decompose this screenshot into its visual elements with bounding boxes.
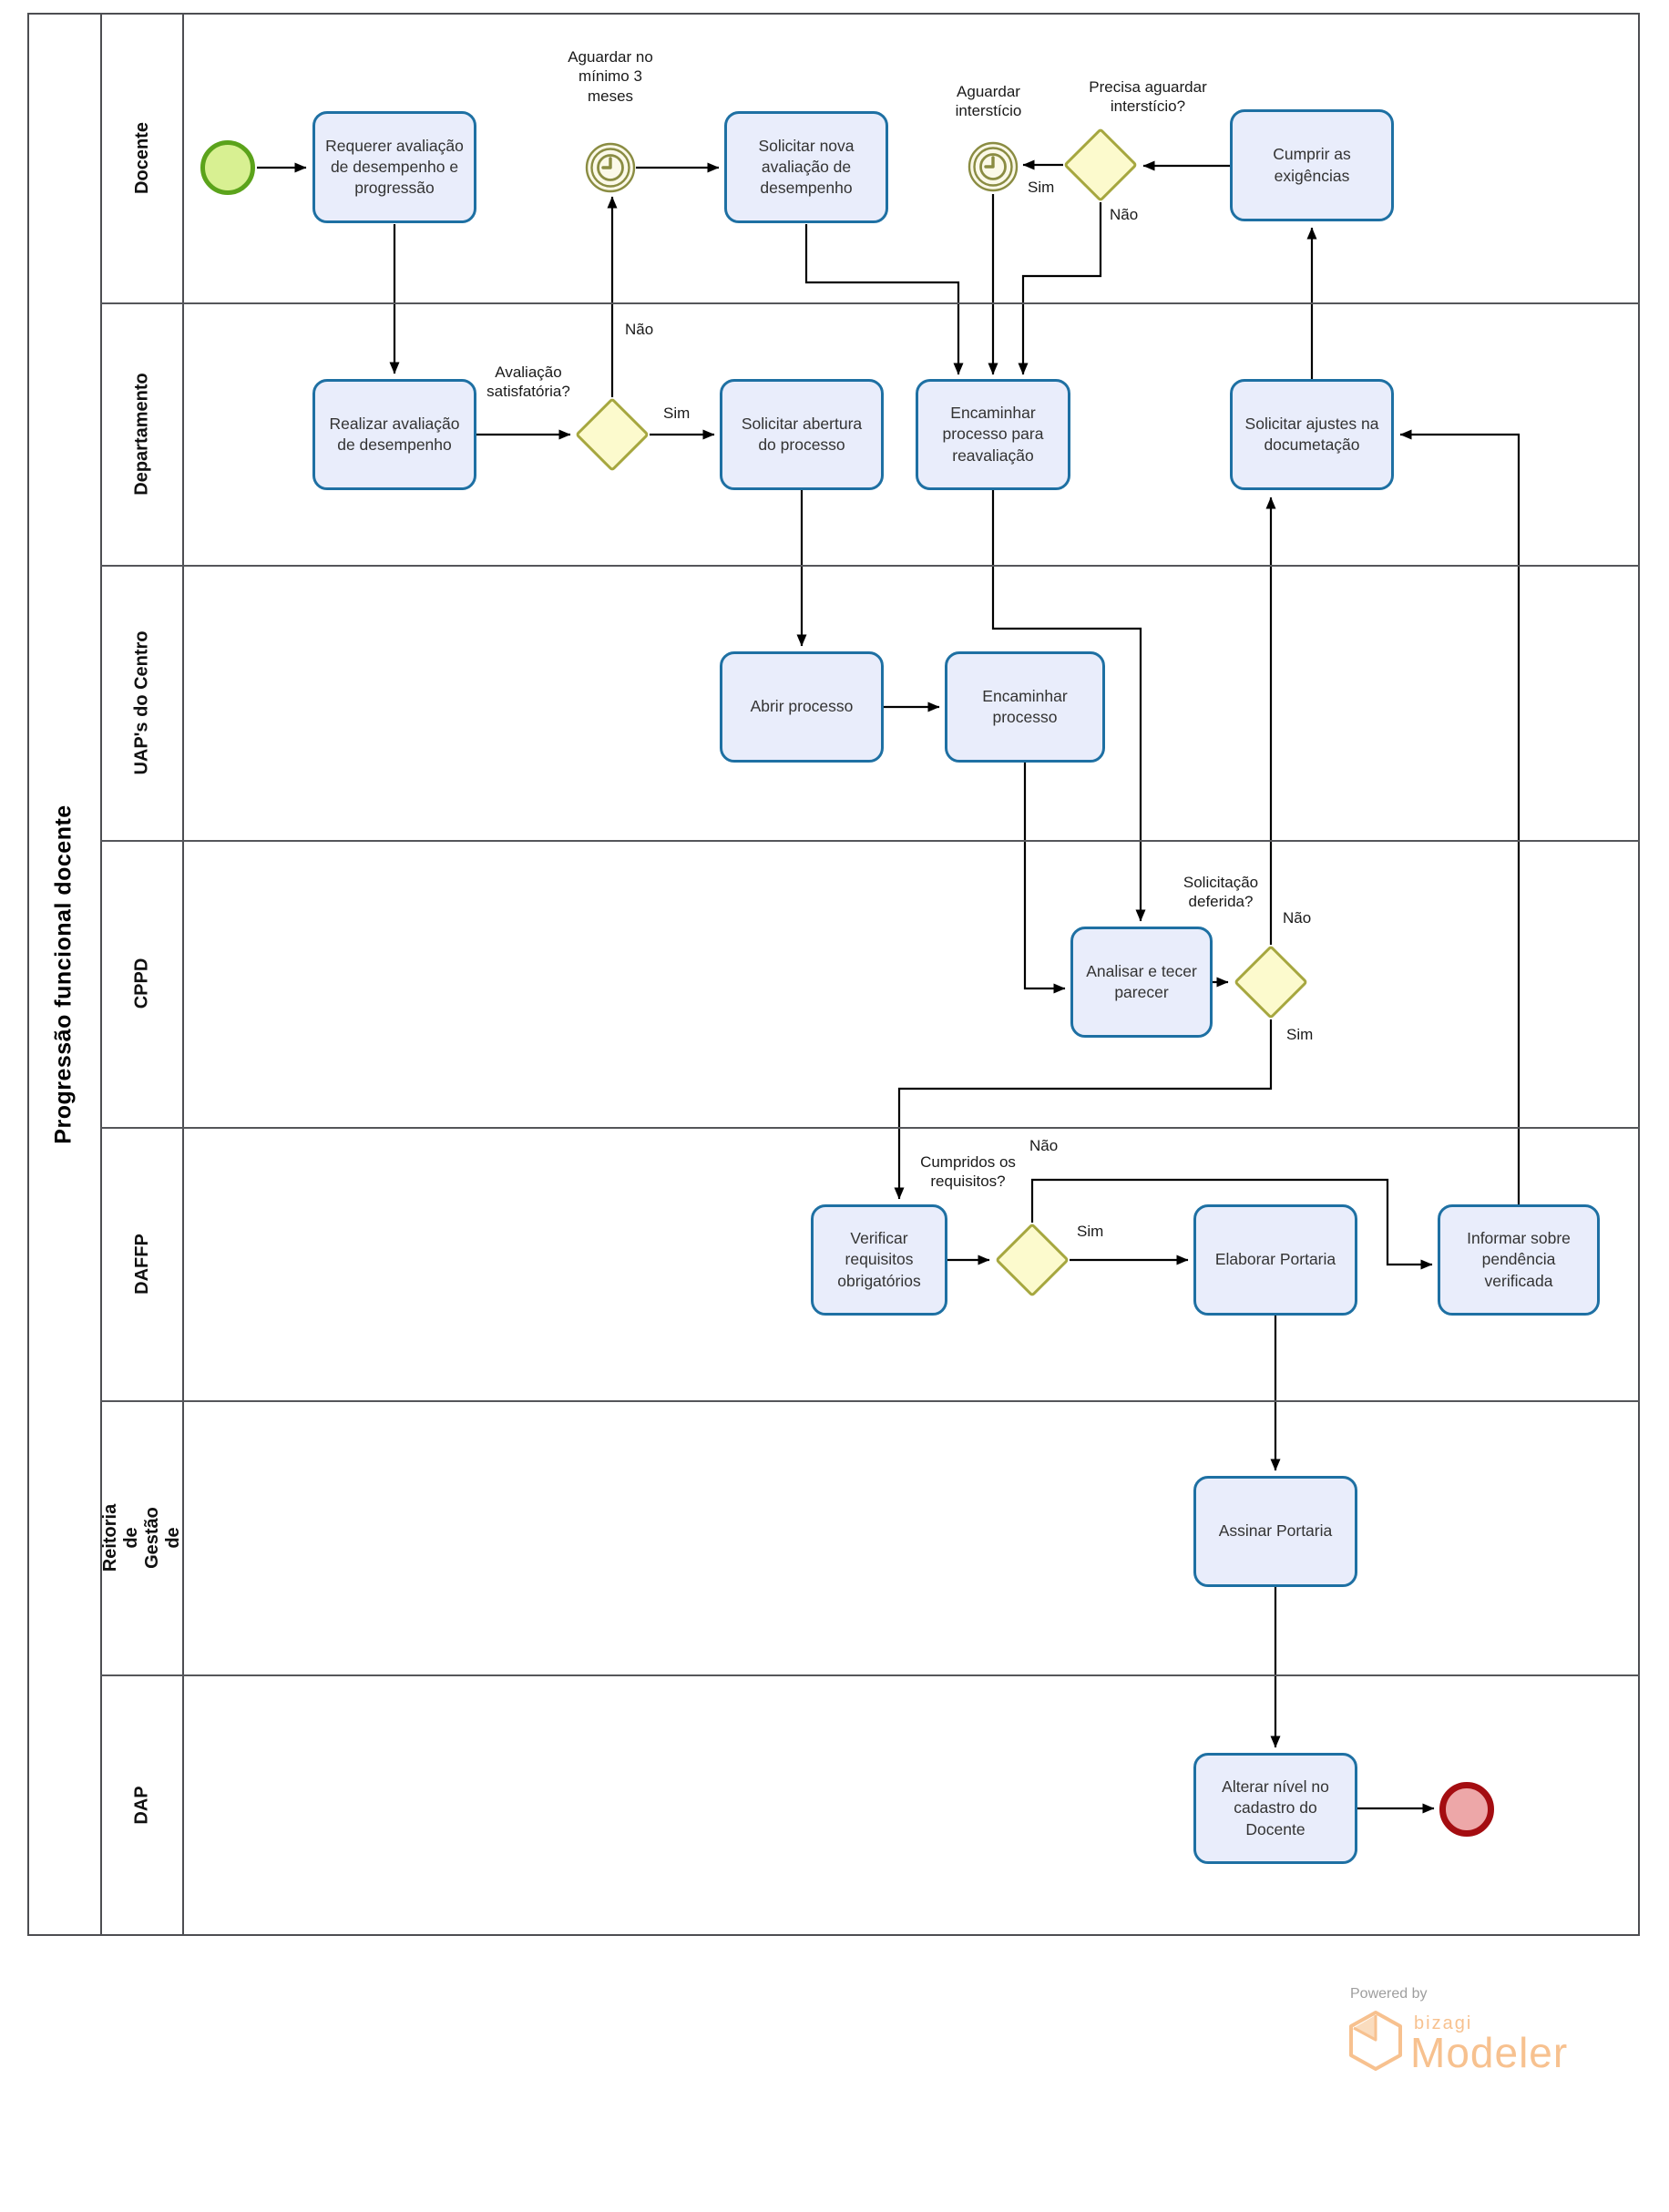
edge-label-nao-avaliacao: Não [625, 321, 654, 338]
task-alterar-nivel: Alterar nível no cadastro do Docente [1193, 1753, 1357, 1864]
task-requerer-avaliacao: Requerer avaliação de desempenho e progr… [312, 111, 476, 223]
edge-label-nao-deferida: Não [1283, 909, 1312, 927]
lane-label-cppd: CPPD [131, 958, 152, 1009]
end-event [1439, 1782, 1494, 1837]
task-label: Solicitar nova avaliação de desempenho [758, 136, 855, 198]
task-label: Elaborar Portaria [1214, 1250, 1336, 1269]
edge-label-sim-precisa-aguardar: Sim [1028, 179, 1055, 196]
bizagi-brand-text: bizagi [1414, 2013, 1473, 2033]
label-gateway-deferida: Solicitação deferida? [1183, 874, 1259, 911]
lane-divider-2 [100, 565, 1640, 567]
task-elaborar-portaria: Elaborar Portaria [1193, 1204, 1357, 1316]
lane-divider-5 [100, 1400, 1640, 1402]
lane-label-docente: Docente [131, 121, 152, 194]
timer-event-minimo-3-meses [585, 142, 636, 193]
edge-label-sim-cumpridos: Sim [1077, 1223, 1104, 1240]
task-label: Encaminhar processo [982, 686, 1068, 726]
lane-divider-4 [100, 1127, 1640, 1129]
task-assinar-portaria: Assinar Portaria [1193, 1476, 1357, 1587]
lane-label-departamento: Departamento [131, 372, 152, 496]
task-label: Abrir processo [750, 697, 854, 716]
edge-label-nao-cumpridos: Não [1029, 1137, 1059, 1154]
task-label: Alterar nível no cadastro do Docente [1222, 1777, 1329, 1838]
lane-label-dap: DAP [131, 1786, 152, 1825]
task-encaminhar-reavaliacao: Encaminhar processo para reavaliação [916, 379, 1070, 490]
lane-label-uap: UAP's do Centro [131, 630, 152, 775]
task-label: Analisar e tecer parecer [1086, 961, 1197, 1001]
lane-label-divider [182, 13, 184, 1936]
label-timer-intersticio: Aguardar interstício [955, 83, 1022, 120]
task-label: Requerer avaliação de desempenho e progr… [325, 136, 464, 198]
lane-label-pro-reitoria: Pró-Reitoria de Gestão de Pessoas [102, 1503, 182, 1572]
edge-label-sim-avaliacao: Sim [663, 405, 691, 422]
clock-hands-icon [601, 157, 612, 169]
task-label: Solicitar abertura do processo [741, 414, 863, 454]
label-gateway-avaliacao: Avaliação satisfatória? [486, 364, 570, 401]
task-label: Solicitar ajustes na documetação [1244, 414, 1379, 454]
clock-hands-icon [984, 156, 995, 169]
lane-divider-1 [100, 302, 1640, 304]
lane-divider-6 [100, 1674, 1640, 1676]
task-label: Cumprir as exigências [1273, 145, 1351, 185]
task-label: Assinar Portaria [1218, 1521, 1333, 1541]
label-timer-minimo: Aguardar no mínimo 3 meses [568, 48, 653, 105]
lane-label-daffp: DAFFP [131, 1233, 152, 1295]
task-abrir-processo: Abrir processo [720, 651, 884, 763]
task-analisar-parecer: Analisar e tecer parecer [1070, 927, 1213, 1038]
task-informar-pendencia: Informar sobre pendência verificada [1438, 1204, 1600, 1316]
timer-event-intersticio [968, 141, 1019, 192]
edge-label-sim-deferida: Sim [1286, 1026, 1314, 1043]
task-cumprir-exigencias: Cumprir as exigências [1230, 109, 1394, 221]
process-pool [27, 13, 1640, 1936]
pool-title-divider [100, 13, 102, 1936]
task-verificar-requisitos: Verificar requisitos obrigatórios [811, 1204, 947, 1316]
task-solicitar-ajustes: Solicitar ajustes na documetação [1230, 379, 1394, 490]
task-label: Informar sobre pendência verificada [1467, 1229, 1571, 1290]
pool-title: Progressão funcional docente [50, 804, 77, 1144]
modeler-product-text: Modeler [1410, 2029, 1569, 2076]
task-label: Verificar requisitos obrigatórios [837, 1229, 921, 1290]
task-label: Encaminhar processo para reavaliação [942, 404, 1044, 465]
task-solicitar-abertura: Solicitar abertura do processo [720, 379, 884, 490]
task-encaminhar-processo: Encaminhar processo [945, 651, 1105, 763]
bizagi-logo-icon [1349, 2011, 1402, 2071]
task-solicitar-nova-avaliacao: Solicitar nova avaliação de desempenho [724, 111, 888, 223]
task-label: Realizar avaliação de desempenho [329, 414, 460, 454]
start-event [200, 140, 255, 195]
powered-by-text: Powered by [1350, 1986, 1428, 2002]
edge-label-nao-precisa-aguardar: Não [1110, 206, 1139, 223]
lane-divider-3 [100, 840, 1640, 842]
label-gateway-precisa-aguardar: Precisa aguardar interstício? [1089, 78, 1207, 116]
label-gateway-cumpridos: Cumpridos os requisitos? [920, 1153, 1016, 1191]
task-realizar-avaliacao: Realizar avaliação de desempenho [312, 379, 476, 490]
